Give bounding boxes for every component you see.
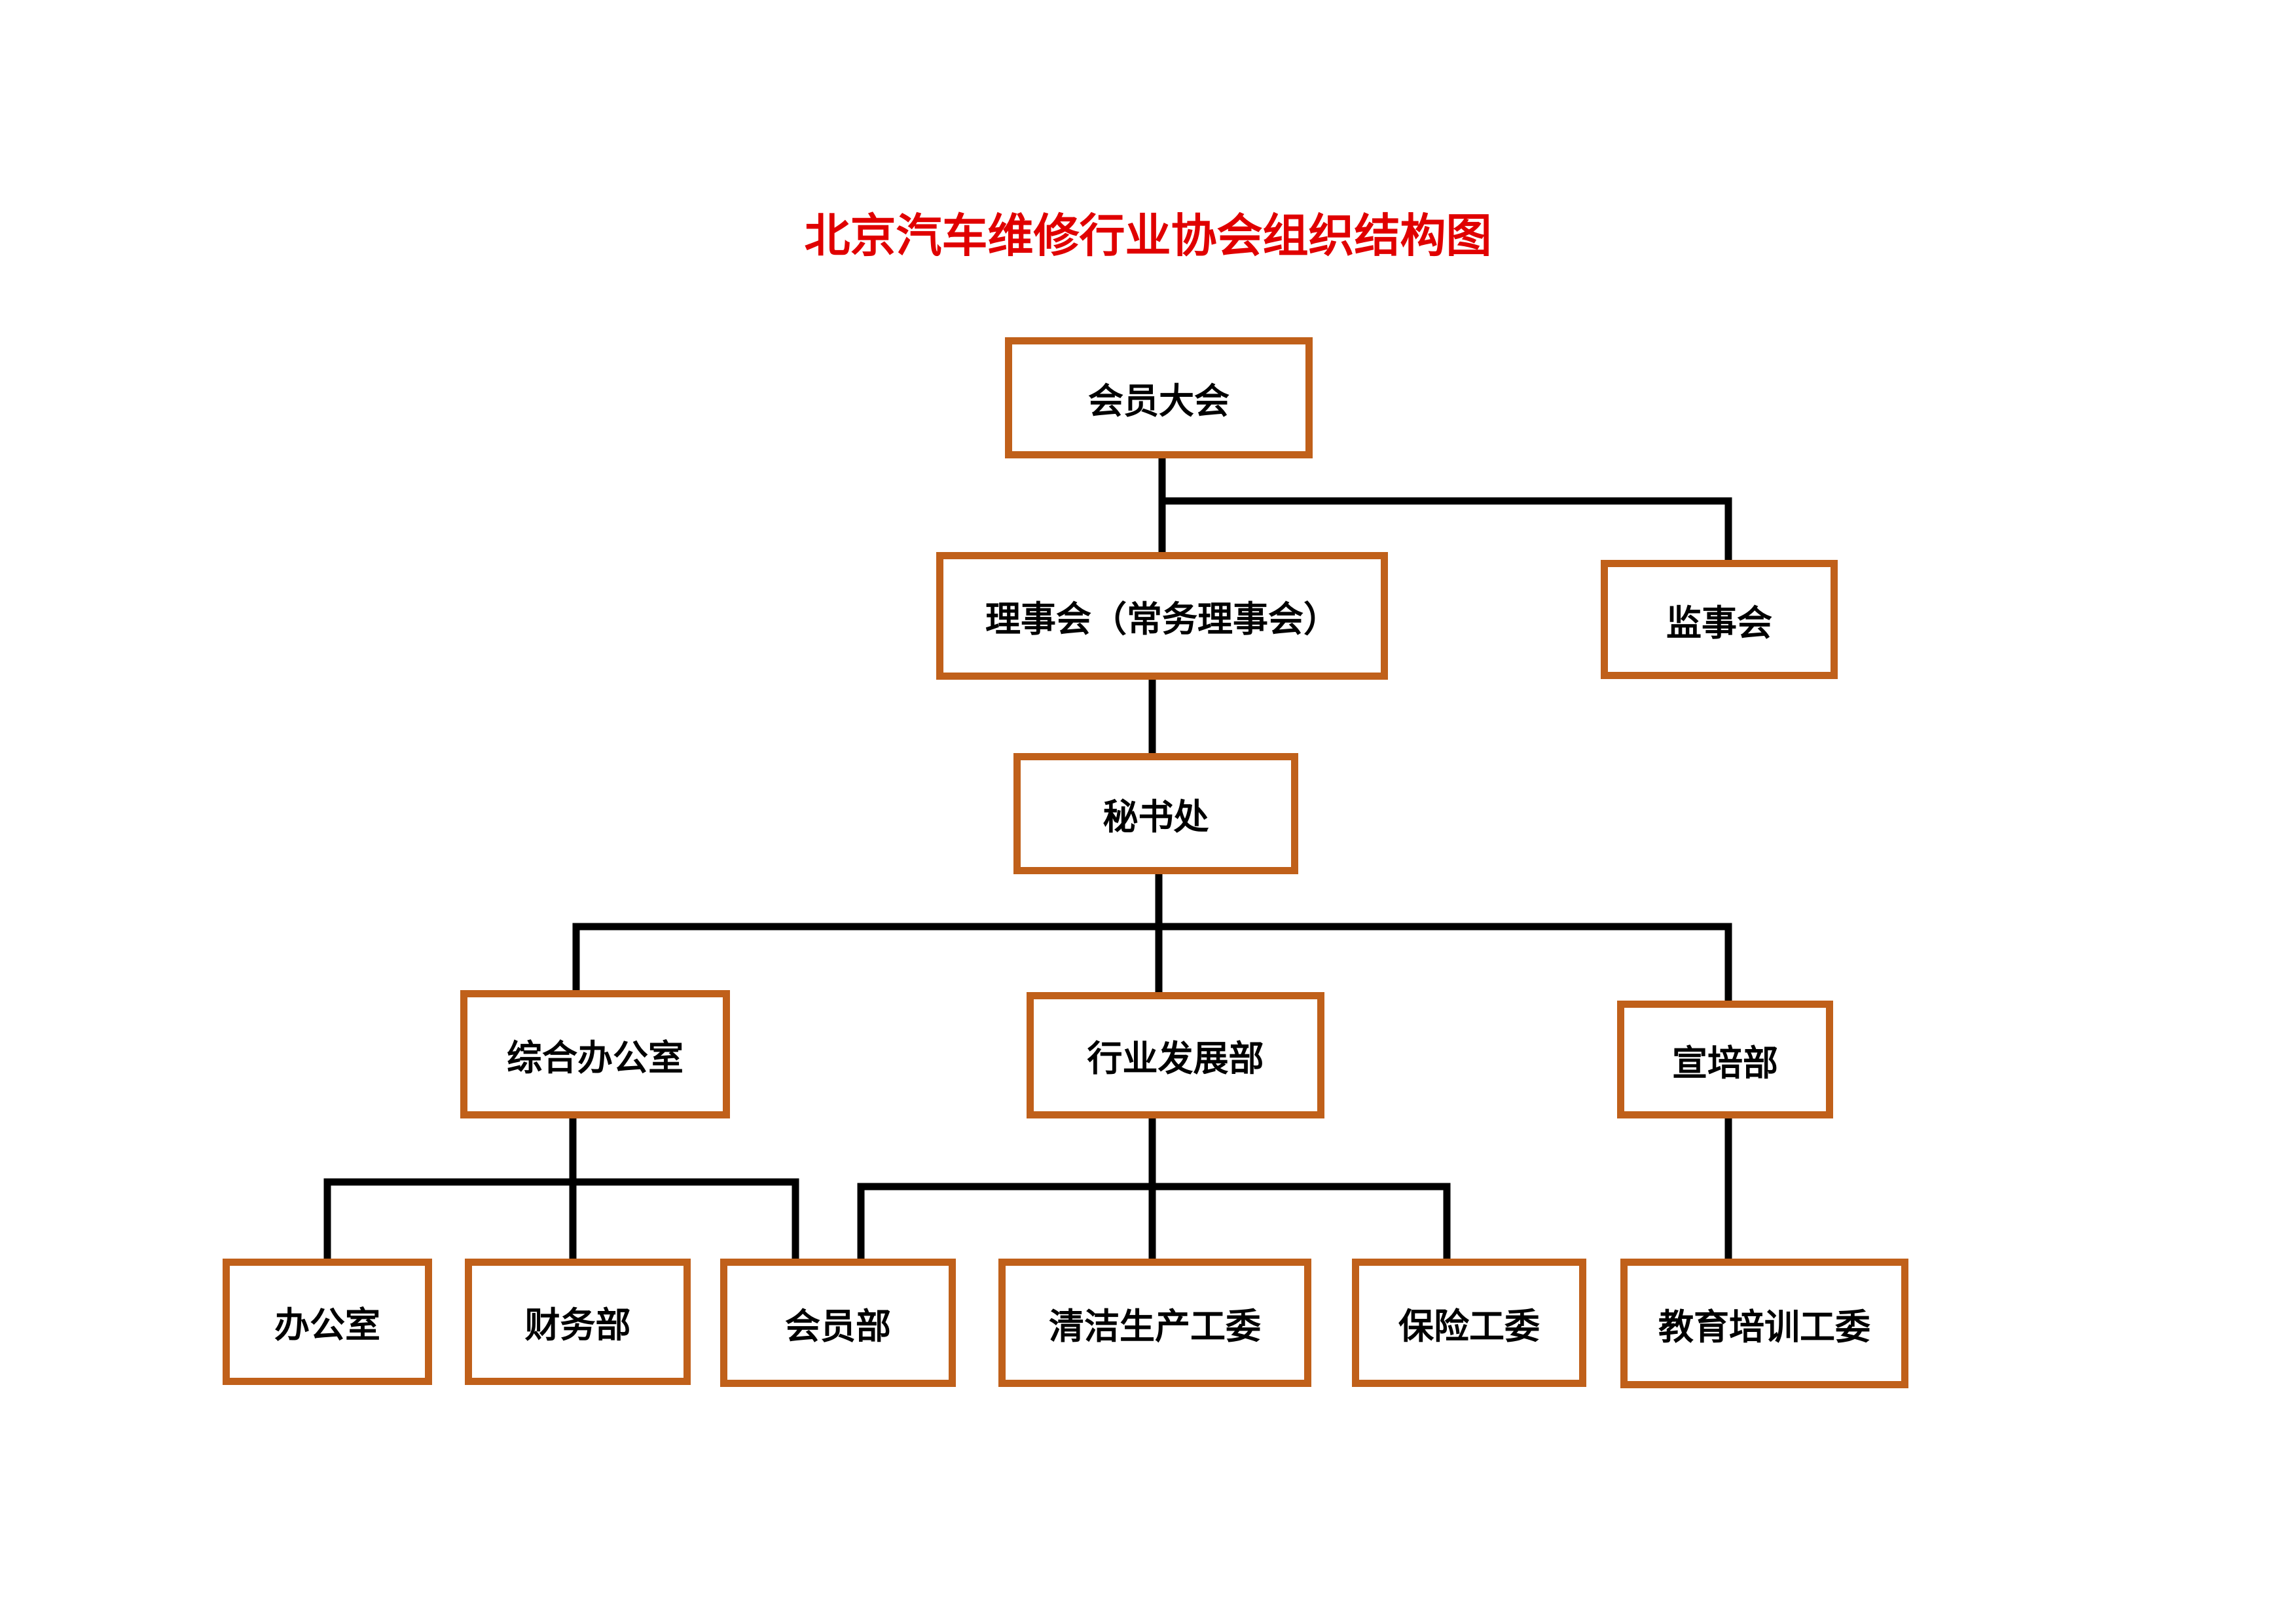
node-membership: 会员部	[720, 1259, 956, 1387]
node-publicity-training: 宣培部	[1617, 1001, 1833, 1118]
chart-title: 北京汽车维修行业协会组织结构图	[804, 209, 1492, 263]
node-industry-dev: 行业发展部	[1027, 992, 1324, 1118]
node-general-office: 综合办公室	[460, 990, 730, 1118]
node-supervisory-board: 监事会	[1601, 560, 1838, 679]
node-finance: 财务部	[465, 1259, 691, 1385]
node-general-assembly: 会员大会	[1005, 337, 1313, 458]
node-education-training: 教育培训工委	[1620, 1259, 1908, 1388]
node-council: 理事会（常务理事会）	[936, 552, 1388, 680]
node-office: 办公室	[223, 1259, 432, 1385]
node-insurance: 保险工委	[1352, 1259, 1586, 1387]
node-secretariat: 秘书处	[1013, 753, 1298, 874]
node-cleaner-production: 清洁生产工委	[998, 1259, 1311, 1387]
